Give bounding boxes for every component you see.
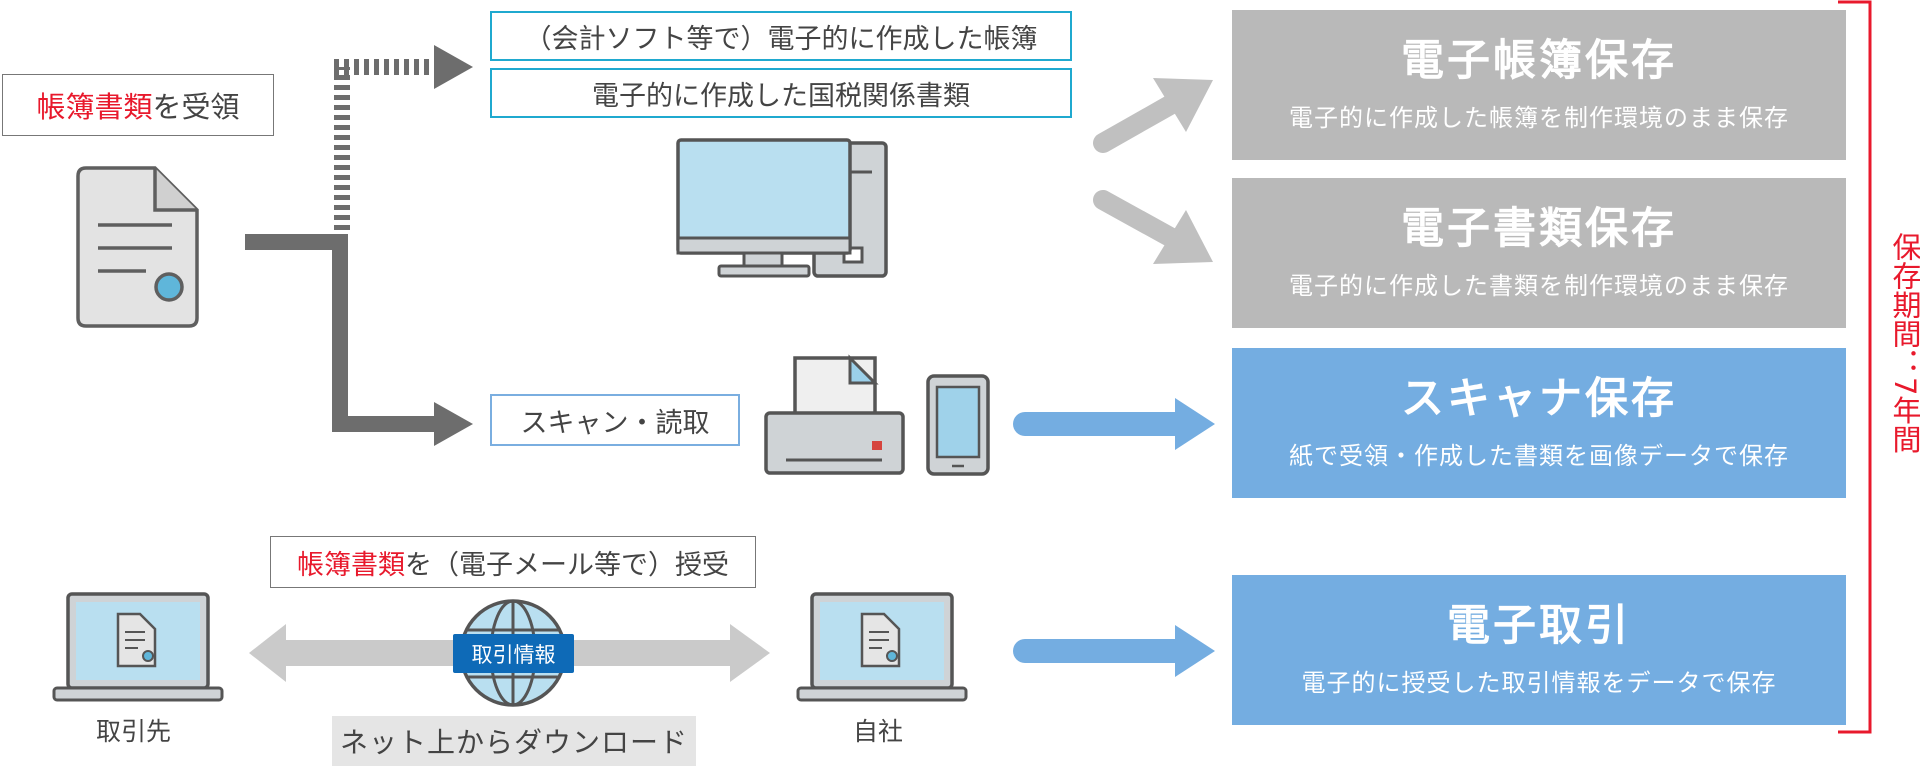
receive-books-label: 帳簿書類を受領	[2, 74, 274, 136]
own-company-laptop-icon	[796, 592, 968, 702]
download-label: ネット上からダウンロード	[332, 716, 696, 766]
partner-caption: 取引先	[96, 717, 172, 746]
email-rest: を（電子メール等で）授受	[405, 549, 729, 581]
arrow-to-scanner-storage	[1013, 398, 1215, 450]
arrow-to-e-transaction	[1013, 625, 1215, 677]
arrow-to-book-storage	[1093, 78, 1213, 153]
tax-docs-label: 電子的に作成した国税関係書類	[490, 68, 1072, 118]
card-title: 電子取引	[1447, 600, 1631, 651]
card-title: 電子書類保存	[1401, 203, 1677, 254]
card-e-book-storage: 電子帳簿保存 電子的に作成した帳簿を制作環境のまま保存	[1232, 10, 1846, 160]
partner-laptop-icon	[52, 592, 224, 702]
card-desc: 電子的に作成した帳簿を制作環境のまま保存	[1289, 104, 1789, 133]
card-e-transaction: 電子取引 電子的に授受した取引情報をデータで保存	[1232, 575, 1846, 725]
scan-label: スキャン・読取	[490, 394, 740, 446]
card-title: 電子帳簿保存	[1401, 35, 1677, 86]
card-scanner-storage: スキャナ保存 紙で受領・作成した書類を画像データで保存	[1232, 348, 1846, 498]
software-book-label: （会計ソフト等で）電子的に作成した帳簿	[490, 11, 1072, 61]
retention-period-label: 保存期間：7年間	[1888, 232, 1920, 454]
arrow-to-docs-storage	[1093, 190, 1213, 264]
document-icon	[76, 166, 199, 328]
email-exchange-label: 帳簿書類を（電子メール等で）授受	[270, 536, 756, 588]
card-title: スキャナ保存	[1401, 373, 1677, 424]
card-e-docs-storage: 電子書類保存 電子的に作成した書類を制作環境のまま保存	[1232, 178, 1846, 328]
own-company-caption: 自社	[853, 717, 904, 746]
flow-connector	[245, 45, 473, 446]
deal-info-badge: 取引情報	[453, 634, 574, 673]
email-highlight: 帳簿書類	[297, 549, 405, 581]
receive-highlight: 帳簿書類	[36, 90, 153, 124]
desktop-computer-icon	[676, 138, 888, 278]
receive-rest: を受領	[152, 90, 240, 124]
card-desc: 電子的に作成した書類を制作環境のまま保存	[1289, 272, 1789, 301]
smartphone-icon	[926, 374, 990, 476]
card-desc: 紙で受領・作成した書類を画像データで保存	[1289, 442, 1789, 471]
printer-icon	[764, 354, 905, 475]
retention-bracket	[1838, 0, 1872, 734]
card-desc: 電子的に授受した取引情報をデータで保存	[1301, 669, 1777, 698]
